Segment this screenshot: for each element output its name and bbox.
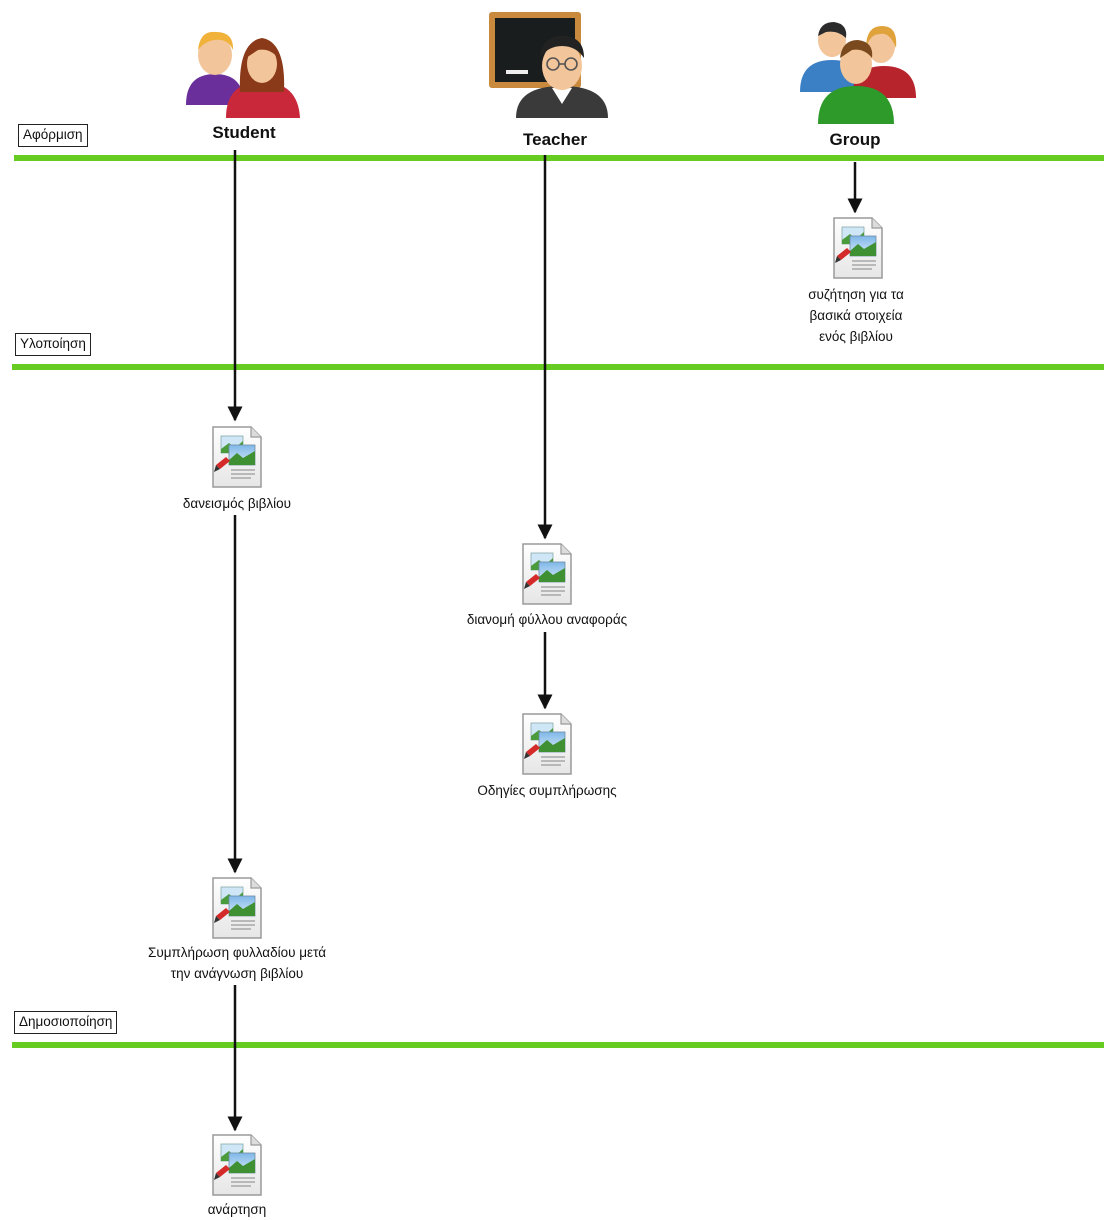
activity-label-instructions: Οδηγίες συμπλήρωσης (475, 783, 619, 798)
actor-group-label: Group (829, 130, 881, 149)
group-people-icon (800, 22, 916, 124)
document-image-icon (212, 877, 262, 939)
document-image-icon (522, 543, 572, 605)
activity-label-discussion: συζήτηση για τα βασικά στοιχεία ενός βιβ… (806, 287, 906, 344)
phase-label-aform: Αφόρμιση (18, 124, 88, 147)
document-image-icon (212, 426, 262, 488)
actor-teacher-label: Teacher (523, 130, 587, 149)
activity-label-complete: Συμπλήρωση φυλλαδίου μετά την ανάγνωση β… (145, 945, 329, 981)
activity-label-post: ανάρτηση (205, 1202, 269, 1217)
activity-label-distribute: διανομή φύλλου αναφοράς (464, 612, 630, 627)
document-image-icon (212, 1134, 262, 1196)
two-students-icon (186, 31, 300, 118)
phase-label-ylop: Υλοποίηση (15, 333, 91, 356)
actor-student-label: Student (212, 123, 276, 142)
activity-label-borrow: δανεισμός βιβλίου (180, 496, 294, 511)
teacher-blackboard-icon (489, 12, 608, 118)
phase-label-dimos: Δημοσιοποίηση (14, 1011, 118, 1034)
document-image-icon (833, 217, 883, 279)
document-image-icon (522, 713, 572, 775)
